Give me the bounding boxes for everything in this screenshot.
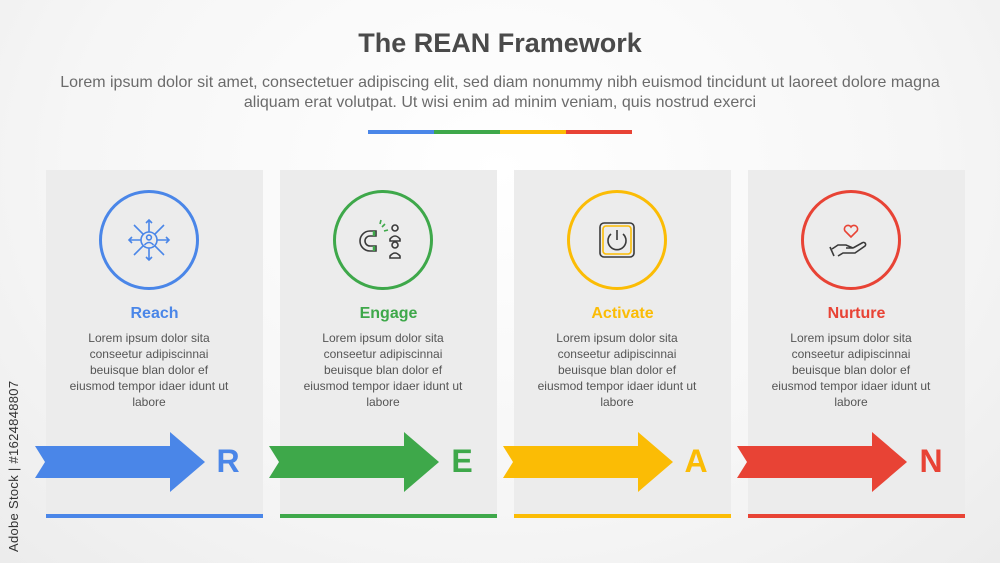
stage-underline [280, 514, 497, 518]
stage-title: Reach [130, 305, 179, 322]
page-subtitle: Lorem ipsum dolor sit amet, consectetuer… [60, 74, 940, 111]
stage-description: Lorem ipsum dolor sita conseetur adipisc… [69, 331, 229, 409]
stage-underline [514, 514, 731, 518]
page-title: The REAN Framework [358, 28, 642, 58]
power-button-icon [567, 190, 667, 290]
arrow-reach [35, 432, 205, 492]
stage-letter: N [919, 443, 943, 479]
arrow-activate [503, 432, 673, 492]
stage-title: Engage [359, 305, 418, 322]
stage-description: Lorem ipsum dolor sita conseetur adipisc… [303, 331, 463, 409]
stage-description: Lorem ipsum dolor sita conseetur adipisc… [537, 331, 697, 409]
stage-letter: E [451, 443, 473, 479]
magnet-people-icon [333, 190, 433, 290]
stage-underline [748, 514, 965, 518]
arrow-nurture [737, 432, 907, 492]
person-network-icon [99, 190, 199, 290]
stock-watermark: Adobe Stock | #1624848807 [6, 380, 21, 552]
stage-letter: R [216, 443, 240, 479]
heart-hand-icon [801, 190, 901, 290]
arrow-engage [269, 432, 439, 492]
stage-letter: A [684, 443, 708, 479]
stage-underline [46, 514, 263, 518]
stage-title: Activate [591, 305, 654, 322]
stage-description: Lorem ipsum dolor sita conseetur adipisc… [771, 331, 931, 409]
title-color-bar [368, 130, 632, 134]
stage-title: Nurture [827, 305, 886, 322]
